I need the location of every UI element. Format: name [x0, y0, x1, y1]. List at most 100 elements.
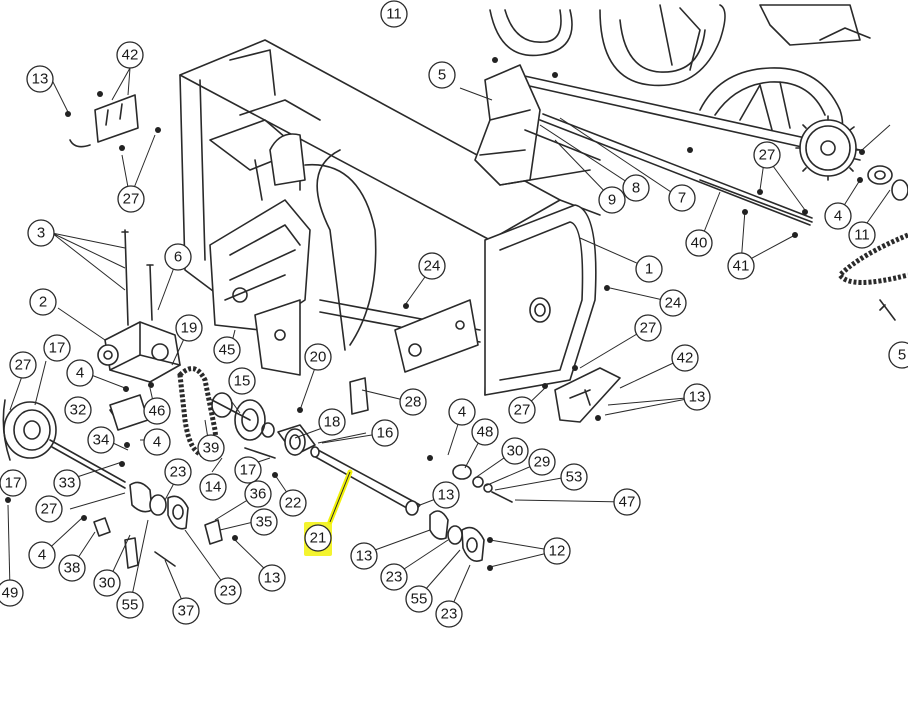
svg-text:27: 27: [759, 147, 776, 164]
callout-4-r: 4: [448, 398, 476, 426]
callout-15: 15: [228, 367, 256, 395]
bottom-right-parts: [349, 367, 621, 562]
svg-text:23: 23: [220, 583, 237, 600]
svg-text:20: 20: [310, 349, 327, 366]
svg-text:13: 13: [264, 570, 281, 587]
bearing-shaft-16: [261, 422, 316, 456]
callout-49: 49: [0, 579, 24, 607]
svg-text:38: 38: [64, 560, 81, 577]
chute-bracket: [474, 64, 601, 186]
callout-42-right: 42: [671, 344, 699, 372]
svg-text:19: 19: [181, 320, 198, 337]
svg-text:55: 55: [411, 591, 428, 608]
callout-34: 34: [87, 426, 115, 454]
callout-8: 8: [622, 174, 650, 202]
callout-17-edge: 17: [0, 469, 27, 497]
svg-text:3: 3: [37, 225, 45, 242]
svg-text:40: 40: [691, 235, 708, 252]
svg-text:8: 8: [632, 180, 640, 197]
callout-20: 20: [304, 343, 332, 371]
callout-55-right: 55: [405, 585, 433, 613]
callout-7: 7: [668, 184, 696, 212]
svg-text:47: 47: [619, 494, 636, 511]
bracket-42: [69, 94, 139, 148]
right-edge-parts: [836, 165, 908, 321]
svg-text:14: 14: [205, 479, 222, 496]
svg-text:6: 6: [174, 249, 182, 266]
svg-text:13: 13: [689, 389, 706, 406]
callout-30-left: 30: [93, 569, 121, 597]
callout-2: 2: [29, 288, 57, 316]
callout-47: 47: [613, 488, 641, 516]
callout-11-top: 11: [380, 0, 408, 28]
svg-text:27: 27: [514, 402, 531, 419]
svg-text:5: 5: [898, 347, 906, 364]
svg-text:49: 49: [2, 585, 19, 602]
svg-text:21: 21: [310, 530, 327, 547]
callout-55-left: 55: [116, 591, 144, 619]
svg-text:41: 41: [733, 258, 750, 275]
callout-22: 22: [279, 489, 307, 517]
callout-28: 28: [399, 388, 427, 416]
svg-text:4: 4: [153, 434, 161, 451]
svg-text:17: 17: [49, 340, 66, 357]
callout-37: 37: [172, 597, 200, 625]
bracket-46: [109, 394, 149, 431]
callout-45: 45: [213, 336, 241, 364]
callout-29: 29: [528, 448, 556, 476]
svg-text:24: 24: [424, 258, 441, 275]
svg-text:37: 37: [178, 603, 195, 620]
svg-text:39: 39: [203, 440, 220, 457]
callout-5-edge: 5: [888, 341, 908, 369]
callout-23-b: 23: [214, 577, 242, 605]
svg-text:7: 7: [678, 190, 686, 207]
svg-text:13: 13: [438, 487, 455, 504]
callout-13-left: 13: [26, 65, 54, 93]
svg-text:4: 4: [458, 404, 466, 421]
svg-text:17: 17: [240, 462, 257, 479]
svg-text:13: 13: [32, 71, 49, 88]
svg-text:23: 23: [441, 606, 458, 623]
svg-text:28: 28: [405, 394, 422, 411]
callout-21: 21: [304, 524, 332, 552]
callout-13-mid: 13: [258, 564, 286, 592]
svg-text:5: 5: [438, 67, 446, 84]
callout-23-r2: 23: [435, 600, 463, 628]
callout-4-b: 4: [143, 428, 171, 456]
svg-text:46: 46: [149, 403, 166, 420]
svg-text:30: 30: [507, 443, 524, 460]
svg-text:13: 13: [356, 548, 373, 565]
svg-text:12: 12: [549, 543, 566, 560]
svg-text:23: 23: [386, 569, 403, 586]
callout-1: 1: [635, 255, 663, 283]
svg-text:48: 48: [477, 424, 494, 441]
svg-text:42: 42: [122, 47, 139, 64]
svg-text:4: 4: [76, 365, 84, 382]
callout-13-right: 13: [683, 383, 711, 411]
callout-27-right: 27: [753, 141, 781, 169]
svg-text:15: 15: [234, 373, 251, 390]
callout-17-left: 17: [43, 334, 71, 362]
callout-53: 53: [560, 463, 588, 491]
callout-24-b: 24: [659, 289, 687, 317]
sprocket-14-15: [211, 392, 266, 441]
callout-27-mid: 27: [35, 495, 63, 523]
svg-text:18: 18: [324, 414, 341, 431]
svg-text:36: 36: [250, 486, 267, 503]
callout-5: 5: [428, 61, 456, 89]
callout-46: 46: [143, 397, 171, 425]
svg-text:2: 2: [39, 294, 47, 311]
callout-17-mid: 17: [234, 456, 262, 484]
callout-35: 35: [250, 508, 278, 536]
callout-4-c: 4: [28, 541, 56, 569]
svg-text:4: 4: [834, 208, 842, 225]
callout-13-r3: 13: [350, 542, 378, 570]
svg-text:32: 32: [70, 402, 87, 419]
svg-text:27: 27: [41, 501, 58, 518]
callout-23-r: 23: [380, 563, 408, 591]
callout-32: 32: [64, 396, 92, 424]
svg-text:1: 1: [645, 261, 653, 278]
svg-text:30: 30: [99, 575, 116, 592]
callout-14: 14: [199, 473, 227, 501]
svg-text:34: 34: [93, 432, 110, 449]
